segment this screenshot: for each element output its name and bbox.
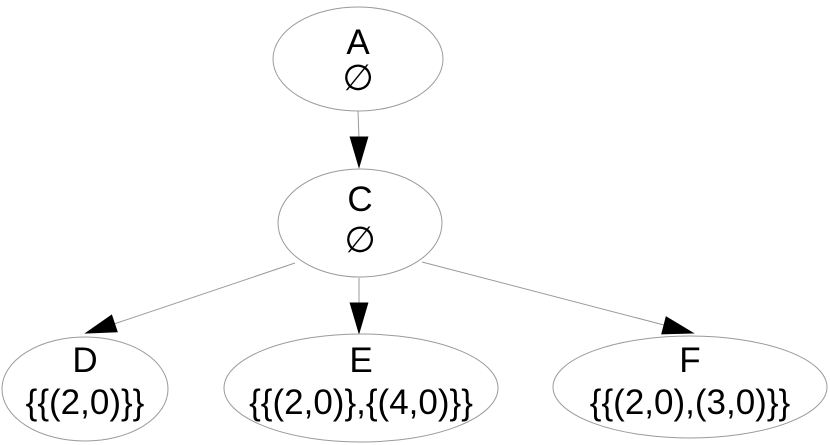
- edge-C-D-arrowhead-icon: [84, 314, 118, 334]
- edge-C-E: [349, 278, 369, 335]
- edge-C-F-line: [421, 261, 665, 326]
- node-D-set: {{(2,0)}}: [26, 383, 145, 422]
- edges-layer: [84, 110, 695, 335]
- edge-A-C-arrowhead-icon: [349, 136, 369, 169]
- node-C: C ∅: [277, 168, 443, 278]
- node-F-shape: [552, 335, 828, 439]
- edge-C-F-arrowhead-icon: [661, 316, 695, 335]
- node-D-name: D: [72, 341, 97, 380]
- edge-A-C-line: [357, 110, 360, 140]
- edge-C-E-arrowhead-icon: [349, 302, 369, 335]
- node-E-shape: [223, 333, 499, 443]
- node-A-name: A: [346, 23, 370, 62]
- edge-A-C: [349, 110, 369, 169]
- node-C-set: ∅: [344, 220, 375, 261]
- edge-C-D-line: [113, 262, 296, 325]
- node-A-set: ∅: [342, 58, 373, 99]
- edge-C-F: [421, 261, 695, 335]
- node-E-set: {{(2,0)},{(4,0)}}: [249, 383, 473, 422]
- node-E-name: E: [349, 341, 372, 380]
- edge-C-D: [84, 262, 296, 334]
- node-A: A ∅: [272, 6, 444, 112]
- node-F-set: {{(2,0),(3,0)}}: [590, 383, 791, 422]
- node-D: D {{(2,0)}}: [1, 336, 169, 442]
- node-C-name: C: [347, 180, 372, 219]
- node-E: E {{(2,0)},{(4,0)}}: [223, 333, 499, 443]
- node-F: F {{(2,0),(3,0)}}: [552, 335, 828, 439]
- node-C-shape: [277, 168, 443, 278]
- node-D-shape: [1, 336, 169, 442]
- node-F-name: F: [679, 341, 700, 380]
- node-A-shape: [272, 6, 444, 112]
